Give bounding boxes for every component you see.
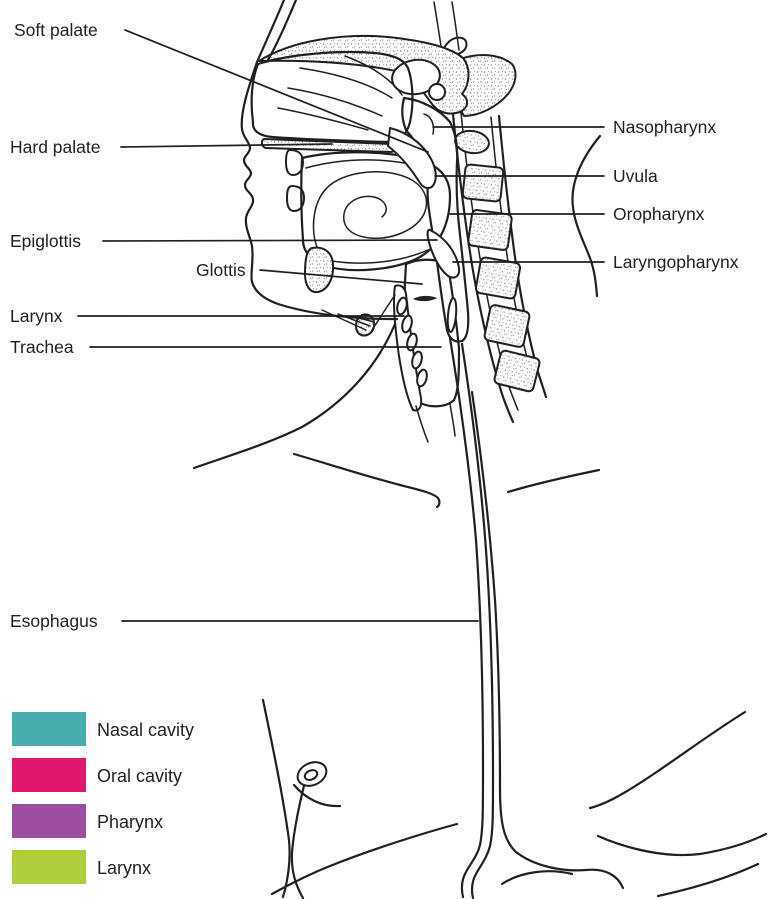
trachea-continuation-line-2: [449, 403, 456, 437]
pec-fold-line: [292, 783, 342, 808]
label-nasopharynx: Nasopharynx: [613, 117, 716, 137]
turbinate-line-4: [277, 107, 369, 131]
label-uvula: Uvula: [613, 166, 658, 186]
legend-swatch-pharynx: [12, 804, 86, 838]
tracheal-ring-2: [401, 314, 413, 334]
sphenoid-sinus: [391, 58, 441, 96]
back-of-head-line: [571, 134, 602, 298]
neck-trapezius-line: [192, 317, 399, 470]
legend-item-pharynx: Pharynx: [12, 804, 163, 838]
mandible-bone: [304, 246, 335, 294]
right-lower-chest-line: [596, 832, 768, 857]
thyrohyoid-line: [371, 294, 396, 331]
legend-label-nasal-cavity: Nasal cavity: [97, 720, 194, 740]
legend-item-nasal-cavity: Nasal cavity: [12, 712, 194, 746]
esophagus-left-wall: [448, 336, 485, 899]
label-trachea: Trachea: [10, 337, 74, 357]
face-profile-line: [240, 0, 399, 321]
torso-outline: [192, 134, 768, 899]
label-texts: Soft palate Hard palate Epiglottis Glott…: [10, 20, 739, 631]
mylohyoid-line-1: [321, 309, 367, 331]
legend-swatch-nasal-cavity: [12, 712, 86, 746]
vertebra-4: [483, 304, 531, 348]
label-glottis: Glottis: [196, 260, 246, 280]
hyoid-bone: [355, 313, 376, 337]
lower-tooth: [286, 185, 305, 212]
label-line-epiglottis: [102, 239, 438, 242]
vertebra-5: [493, 349, 541, 393]
glottis-slit: [413, 295, 437, 302]
left-arm-line: [261, 698, 291, 899]
nipple: [303, 769, 319, 781]
tongue-swirl: [312, 171, 428, 251]
laryngeal-ventricle: [446, 297, 458, 333]
legend-label-pharynx: Pharynx: [97, 812, 163, 832]
legend-swatch-oral-cavity: [12, 758, 86, 792]
trachea-continuation-line-1: [415, 405, 429, 443]
larynx-region: [392, 258, 461, 443]
head-section: [240, 0, 470, 337]
label-hard-palate: Hard palate: [10, 137, 100, 157]
label-laryngopharynx: Laryngopharynx: [613, 252, 739, 272]
soft-palate-flap: [387, 127, 437, 189]
label-epiglottis: Epiglottis: [10, 231, 81, 251]
esophagus-right-wall: [460, 342, 495, 899]
turbinate-line-3: [287, 87, 383, 117]
bottom-right-belly-line: [656, 862, 760, 898]
right-clavicle-line: [506, 468, 601, 494]
epiglottis-flap: [426, 228, 461, 279]
legend-item-oral-cavity: Oral cavity: [12, 758, 182, 792]
tracheal-ring-5: [416, 368, 428, 388]
label-line-hard-palate: [120, 143, 333, 148]
label-larynx: Larynx: [10, 306, 63, 326]
turbinate-line-1: [344, 55, 403, 96]
legend-label-larynx: Larynx: [97, 858, 151, 878]
vertebra-1: [461, 163, 505, 203]
esophagus-outer-line: [470, 390, 625, 890]
right-armpit-line: [588, 710, 747, 810]
tracheal-ring-1: [396, 296, 408, 316]
label-line-soft-palate: [124, 29, 429, 153]
vertebra-2: [467, 209, 513, 251]
legend-item-larynx: Larynx: [12, 850, 151, 884]
skull-line-2: [451, 1, 460, 51]
label-lines: [77, 29, 605, 622]
vertebra-3: [474, 256, 522, 300]
upper-tooth: [285, 149, 304, 176]
turbinate-line-2: [299, 67, 393, 99]
atlas-vertebra: [454, 129, 490, 155]
label-oropharynx: Oropharynx: [613, 204, 705, 224]
stomach-inlet-arc: [500, 870, 574, 886]
legend-label-oral-cavity: Oral cavity: [97, 766, 182, 786]
legend-swatch-larynx: [12, 850, 86, 884]
label-line-glottis: [259, 269, 423, 285]
esophagus-tube: [448, 336, 625, 899]
forehead-inner-line: [266, 0, 298, 62]
waist-line: [270, 822, 459, 896]
legend: Nasal cavity Oral cavity Pharynx Larynx: [12, 712, 194, 884]
vertebral-left-outer-line: [451, 112, 515, 424]
nasopharynx-ridge-line: [423, 113, 435, 135]
label-soft-palate: Soft palate: [14, 20, 98, 40]
left-clavicle-line: [292, 452, 441, 509]
small-sinus: [428, 83, 446, 101]
label-esophagus: Esophagus: [10, 611, 98, 631]
tracheal-ring-4: [411, 350, 423, 370]
